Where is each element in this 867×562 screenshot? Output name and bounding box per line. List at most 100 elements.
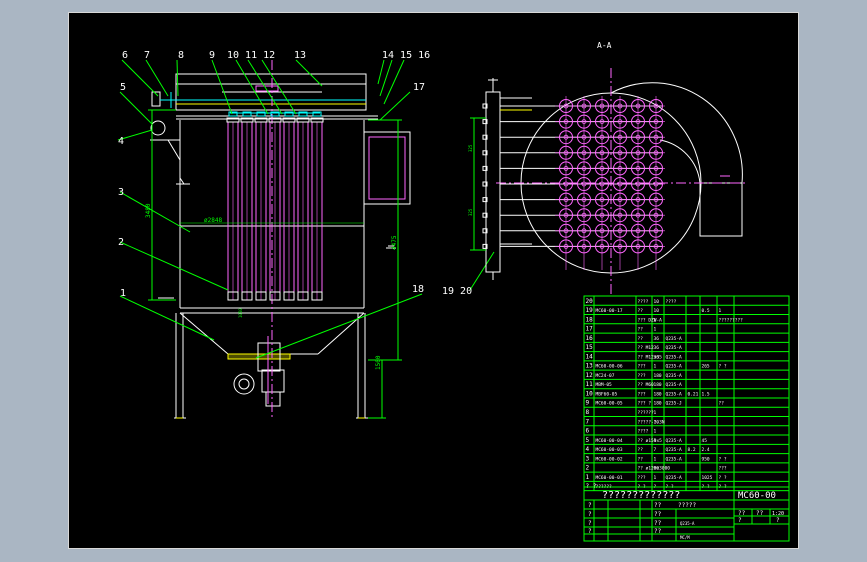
table-cell: 10 — [654, 299, 660, 305]
table-cell: ?? — [638, 336, 644, 342]
table-cell: ?? — [638, 447, 644, 453]
sheet-label: ? — [588, 511, 592, 518]
table-cell: 7 — [586, 418, 590, 425]
table-cell: ?? ø120x3000 — [638, 466, 671, 472]
callout-label: 14 15 16 — [382, 50, 430, 61]
table-cell: MC60-00-03 — [596, 447, 623, 453]
table-cell: Q235-A — [666, 354, 683, 360]
table-cell: ?? — [638, 327, 644, 333]
table-cell: ?????? — [638, 410, 655, 416]
dim-left-height: 3480 — [145, 203, 152, 218]
table-cell: 950 — [702, 456, 710, 462]
callout-label: 6 — [122, 50, 128, 61]
table-cell: 8 — [586, 409, 590, 416]
table-cell: 1 — [654, 327, 657, 333]
date-value: MC/M — [680, 535, 690, 540]
drawing-sheet — [68, 12, 799, 549]
table-cell: 45 — [702, 438, 708, 444]
table-cell: 1 — [654, 410, 657, 416]
dim-right-upper: 4475 — [391, 235, 398, 250]
scale-label: ?? — [756, 510, 764, 517]
table-cell: 1 — [654, 438, 657, 444]
callout-label: 17 — [413, 82, 425, 93]
table-cell: 0.5 — [702, 308, 710, 314]
table-cell: MC60-00-05 — [596, 401, 623, 407]
table-cell: 265 — [702, 364, 710, 370]
table-cell: 36 — [654, 354, 660, 360]
dim-inner-width: ø2848 — [204, 217, 222, 224]
table-cell: MC60-00-04 — [596, 438, 623, 444]
table-cell: ?? — [638, 308, 644, 314]
table-cell: 36 — [654, 345, 660, 351]
table-cell: ?? M12x35 — [638, 354, 663, 360]
blow-pipes — [482, 103, 665, 249]
table-cell: ? ? — [719, 364, 727, 370]
table-cell: 6 — [586, 428, 590, 435]
drawing-title: ????????????? — [602, 490, 680, 501]
dim-right-lower: 1500 — [375, 355, 382, 370]
sheet-label: ? — [776, 517, 780, 524]
table-cell: Q235-A — [666, 438, 683, 444]
table-cell: Q235-A — [666, 345, 683, 351]
table-cell: ????????? — [719, 317, 744, 323]
table-cell: 1 — [654, 317, 657, 323]
check-label: ?? — [654, 511, 662, 518]
table-cell: Q235-A — [666, 391, 683, 397]
material-label: ?? — [654, 520, 662, 527]
table-cell: 3 — [586, 455, 590, 462]
svg-text:325: 325 — [468, 144, 473, 152]
table-cell: Q235-J — [666, 401, 683, 407]
table-cell: 17 — [586, 326, 594, 333]
callout-label: 5 — [120, 82, 126, 93]
table-cell: ?? M60 — [638, 382, 655, 388]
table-cell: 1.5 — [702, 391, 710, 397]
designer-label: ?? — [654, 502, 662, 509]
callout-label: 13 — [294, 50, 306, 61]
callout-label: 1 — [120, 288, 126, 299]
table-cell: ???? — [666, 299, 677, 305]
table-cell: 1 — [654, 456, 657, 462]
callout-label: 4 — [118, 136, 124, 147]
sheet-labels: ?????? — [588, 502, 780, 535]
table-cell: ?????-?-3N — [638, 419, 665, 425]
weight-label: ?? — [738, 510, 746, 517]
section-view: A-A — [470, 41, 748, 296]
drawing-number: MC60-00 — [738, 491, 776, 501]
table-cell: Q235-A — [666, 447, 683, 453]
table-cell: MC60-00-01 — [596, 475, 623, 481]
manifold — [485, 91, 501, 273]
table-cell: 180 — [654, 382, 662, 388]
table-cell: Q235-A — [666, 364, 683, 370]
table-cell: ?? M12 — [638, 345, 655, 351]
approve-label: ?? — [654, 528, 662, 535]
table-cell: 12 — [586, 372, 594, 379]
table-cell: ?? ø159x5 — [638, 438, 663, 444]
table-cell: ??? — [638, 373, 646, 379]
inlet-flange — [363, 131, 411, 205]
table-cell: 2 — [586, 465, 590, 472]
scroll-inlet — [610, 82, 743, 237]
rotary-valve — [233, 373, 255, 395]
leader-lines — [117, 59, 495, 359]
table-cell: ?? — [719, 401, 725, 407]
callout-label: 3 — [118, 187, 124, 198]
table-cell: ??? — [719, 466, 727, 472]
table-cell: MC60-00-17 — [596, 308, 623, 314]
table-cell: ???? — [638, 299, 649, 305]
table-cell: 1025 — [702, 475, 713, 481]
table-cell: 5 — [586, 437, 590, 444]
table-cell: 8.2 — [688, 447, 696, 453]
callout-label: 9 — [209, 50, 215, 61]
title-block — [583, 486, 790, 542]
table-cell: ?? — [638, 456, 644, 462]
designer-value: ????? — [678, 502, 696, 509]
table-cell: 16 — [586, 335, 594, 342]
air-header — [150, 120, 166, 136]
table-cell: ? ? — [719, 475, 727, 481]
material-value: Q235-A — [680, 521, 695, 526]
callout-label: 10 11 12 — [227, 50, 275, 61]
scale-value: 1:20 — [772, 511, 784, 517]
callout-label: 7 — [144, 50, 150, 61]
table-cell: Q235-A — [666, 456, 683, 462]
